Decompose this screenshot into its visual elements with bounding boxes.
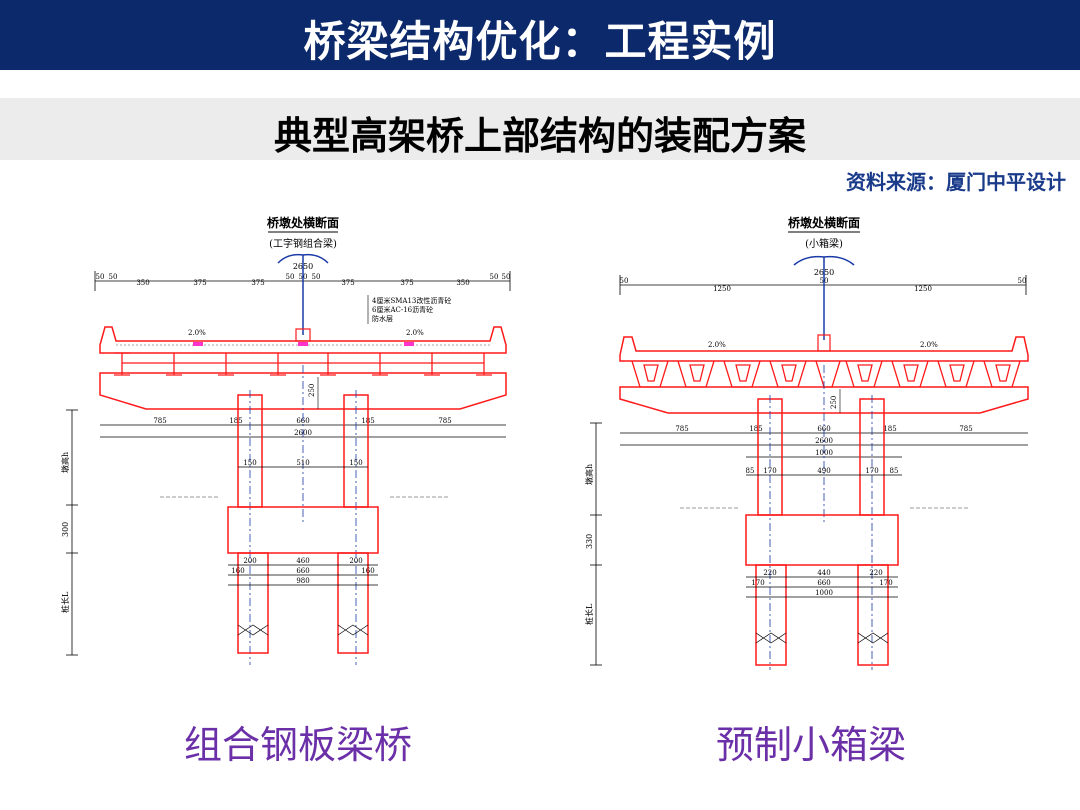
left-footing	[227, 506, 379, 554]
svg-text:785: 785	[153, 417, 166, 425]
svg-text:250: 250	[308, 384, 316, 397]
svg-text:185: 185	[229, 417, 242, 425]
svg-text:350: 350	[456, 279, 469, 287]
svg-text:185: 185	[749, 425, 762, 433]
svg-text:墩高h: 墩高h	[60, 452, 70, 473]
left-deck-slab	[99, 326, 507, 354]
svg-text:50: 50	[312, 273, 321, 281]
left-median-barrier	[295, 328, 311, 342]
svg-text:防水层: 防水层	[372, 314, 393, 323]
left-drawing-subtitle: (工字钢组合梁)	[269, 237, 337, 250]
svg-text:330: 330	[585, 534, 594, 549]
svg-text:490: 490	[817, 467, 830, 475]
svg-text:220: 220	[763, 569, 776, 577]
svg-text:785: 785	[438, 417, 451, 425]
left-pier-cap	[99, 372, 507, 410]
right-pile-1	[755, 564, 787, 666]
svg-text:510: 510	[296, 459, 309, 467]
svg-text:2.0%: 2.0%	[406, 329, 424, 337]
svg-text:桩长L: 桩长L	[60, 591, 70, 613]
svg-text:150: 150	[349, 459, 362, 467]
svg-text:170: 170	[751, 579, 764, 587]
svg-text:1250: 1250	[713, 285, 731, 293]
svg-text:2.0%: 2.0%	[188, 329, 206, 337]
left-steel-girders	[114, 352, 492, 376]
svg-text:375: 375	[251, 279, 264, 287]
left-caption: 组合钢板梁桥	[184, 723, 413, 767]
svg-text:6厘米AC-16沥青砼: 6厘米AC-16沥青砼	[372, 305, 433, 314]
right-deck-slab	[619, 336, 1029, 362]
svg-text:350: 350	[136, 279, 149, 287]
svg-text:1000: 1000	[815, 589, 833, 597]
right-footing	[745, 514, 899, 566]
svg-text:170: 170	[879, 579, 892, 587]
source-note: 资料来源：厦门中平设计	[846, 170, 1066, 194]
svg-text:桩长L: 桩长L	[584, 603, 594, 625]
svg-text:50: 50	[96, 273, 105, 281]
svg-text:85: 85	[746, 467, 755, 475]
svg-text:160: 160	[231, 567, 244, 575]
svg-text:1250: 1250	[914, 285, 932, 293]
svg-text:2.0%: 2.0%	[708, 341, 726, 349]
subtitle-band	[0, 98, 1080, 160]
svg-text:375: 375	[341, 279, 354, 287]
svg-text:170: 170	[763, 467, 776, 475]
svg-text:785: 785	[959, 425, 972, 433]
svg-text:160: 160	[361, 567, 374, 575]
left-pile-2	[337, 552, 369, 654]
slide-subtitle: 典型高架桥上部结构的装配方案	[273, 113, 806, 158]
svg-text:300: 300	[61, 522, 70, 537]
svg-text:2.0%: 2.0%	[920, 341, 938, 349]
svg-text:185: 185	[883, 425, 896, 433]
svg-text:200: 200	[349, 557, 362, 565]
svg-text:50: 50	[1018, 277, 1027, 285]
left-cross-section-drawing: 桥墩处横断面 (工字钢组合梁) 2650 50 50 350 375 375 5…	[60, 215, 511, 665]
svg-text:50: 50	[109, 273, 118, 281]
left-pile-1	[237, 552, 269, 654]
svg-text:170: 170	[865, 467, 878, 475]
svg-text:50: 50	[490, 273, 499, 281]
svg-text:375: 375	[400, 279, 413, 287]
right-cross-section-drawing: 桥墩处横断面 (小箱梁) 2650 50 1250 50 1250 50 2.0…	[584, 215, 1029, 670]
slide-title: 桥梁结构优化：工程实例	[303, 17, 777, 66]
svg-text:660: 660	[817, 579, 830, 587]
svg-text:50: 50	[502, 273, 511, 281]
svg-text:660: 660	[296, 567, 309, 575]
right-caption: 预制小箱梁	[716, 723, 907, 767]
svg-text:220: 220	[869, 569, 882, 577]
title-bar	[0, 0, 1080, 70]
right-drawing-subtitle: (小箱梁)	[805, 237, 843, 250]
left-drawing-title: 桥墩处横断面	[267, 215, 339, 230]
right-box-girders	[631, 360, 1021, 388]
svg-text:200: 200	[243, 557, 256, 565]
svg-text:50: 50	[286, 273, 295, 281]
right-pier-cap	[619, 386, 1029, 414]
svg-text:墩高h: 墩高h	[584, 464, 594, 485]
svg-text:980: 980	[296, 577, 309, 585]
svg-text:440: 440	[817, 569, 830, 577]
right-pile-2	[857, 564, 889, 666]
right-drawing-title: 桥墩处横断面	[788, 215, 860, 230]
svg-text:460: 460	[296, 557, 309, 565]
svg-text:785: 785	[675, 425, 688, 433]
svg-text:150: 150	[243, 459, 256, 467]
svg-text:250: 250	[830, 396, 838, 409]
svg-text:85: 85	[890, 467, 899, 475]
svg-text:375: 375	[193, 279, 206, 287]
svg-text:4厘米SMA13改性沥青砼: 4厘米SMA13改性沥青砼	[372, 296, 451, 305]
svg-text:50: 50	[620, 277, 629, 285]
